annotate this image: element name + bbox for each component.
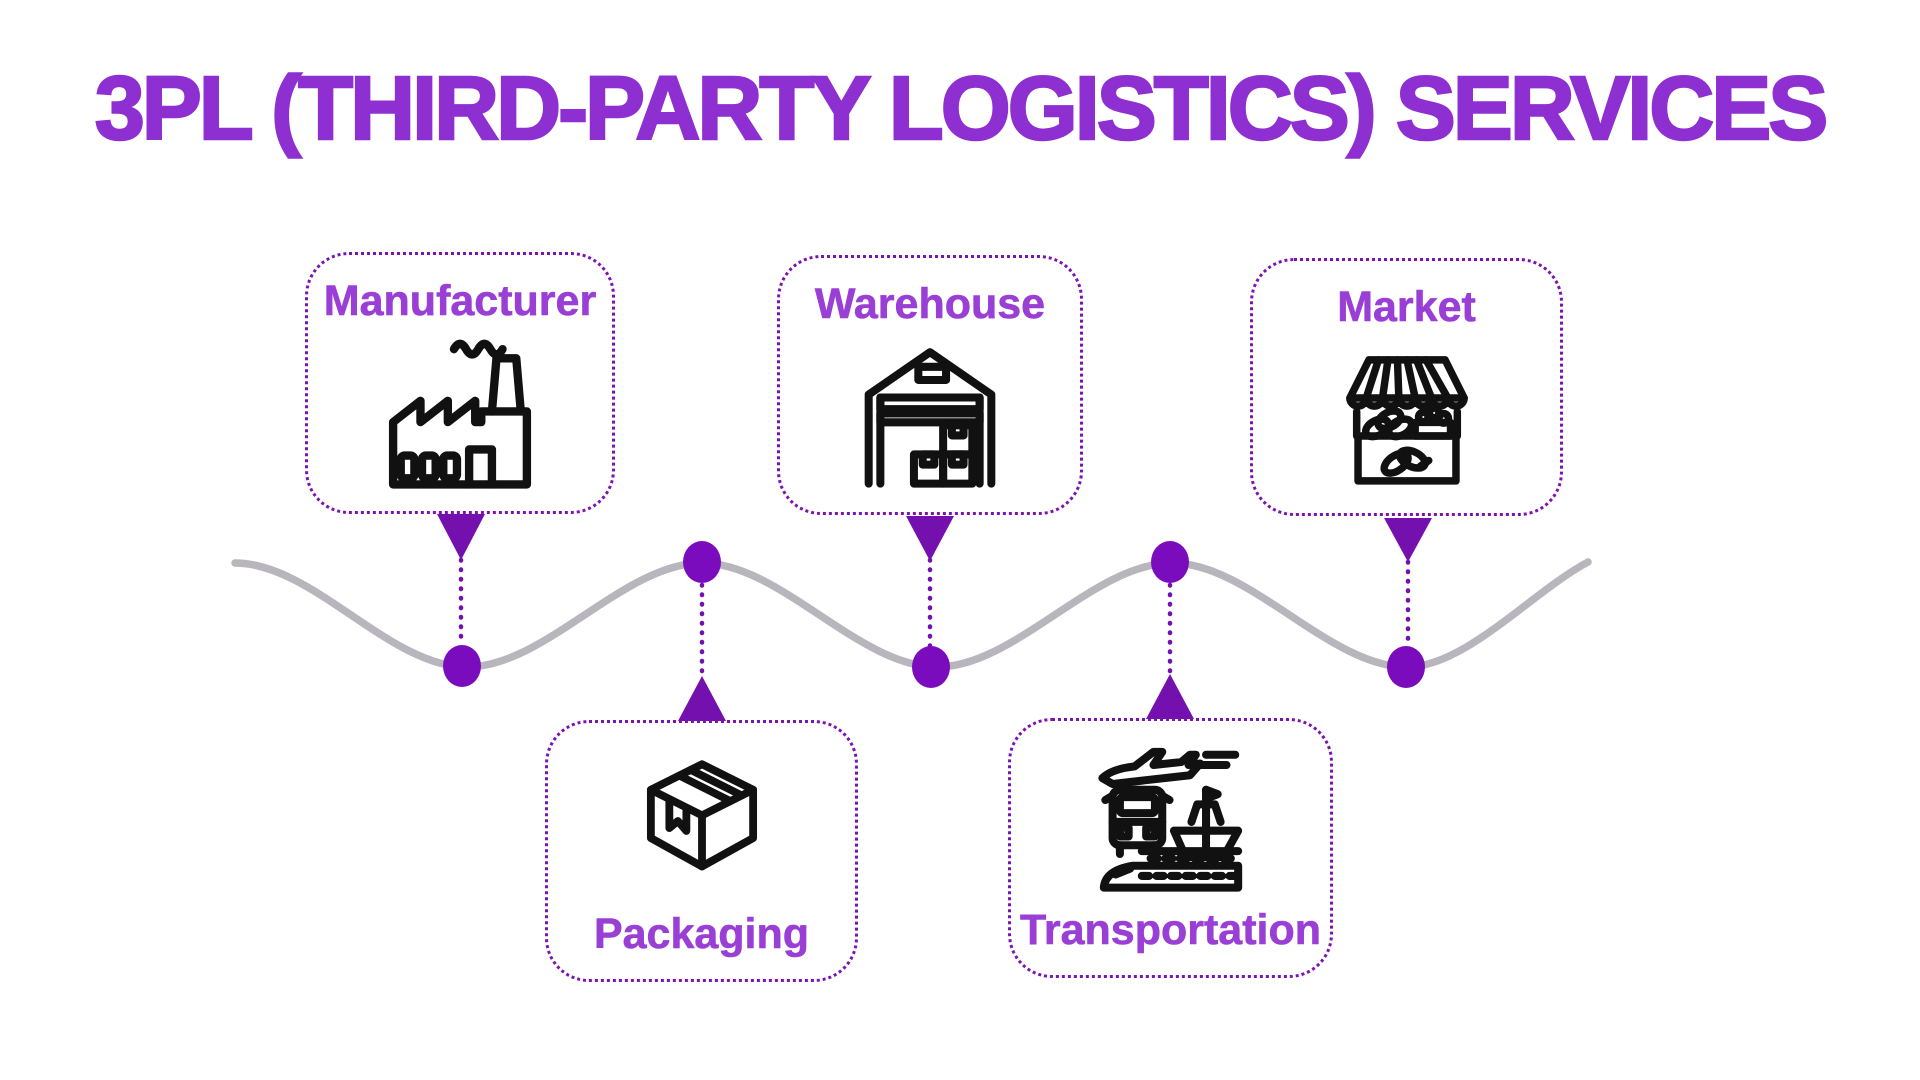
card-transportation: Transportation — [1008, 718, 1333, 978]
card-manufacturer: Manufacturer — [305, 252, 615, 514]
flow-node-dot-transportation — [1151, 541, 1189, 583]
connector-arrow-down-market — [1384, 518, 1432, 562]
flow-node-dot-manufacturer — [443, 645, 481, 687]
connector-arrow-up-transportation — [1146, 674, 1194, 719]
card-packaging-label: Packaging — [593, 910, 810, 959]
connector-arrow-down-warehouse — [906, 516, 954, 561]
card-warehouse: Warehouse — [777, 255, 1083, 515]
page-title: 3PL (THIRD-PARTY LOGISTICS) SERVICES — [93, 58, 1829, 161]
connector-arrow-down-manufacturer — [437, 514, 485, 560]
wave-line — [231, 558, 1592, 671]
warehouse-icon — [857, 342, 1003, 488]
flow-node-dot-market — [1387, 646, 1425, 688]
box-icon — [631, 750, 773, 892]
card-transportation-label: Transportation — [1019, 906, 1322, 955]
card-market: Market — [1250, 258, 1563, 516]
card-manufacturer-label: Manufacturer — [323, 277, 597, 326]
connector-arrow-up-packaging — [678, 676, 726, 721]
card-market-label: Market — [1337, 283, 1476, 332]
flow-node-dot-warehouse — [912, 646, 950, 688]
market-stall-icon — [1339, 349, 1475, 485]
factory-icon — [384, 337, 536, 489]
card-packaging: Packaging — [545, 720, 858, 982]
card-warehouse-label: Warehouse — [814, 280, 1046, 329]
transport-icon — [1097, 746, 1244, 892]
flow-node-dot-packaging — [683, 541, 721, 583]
